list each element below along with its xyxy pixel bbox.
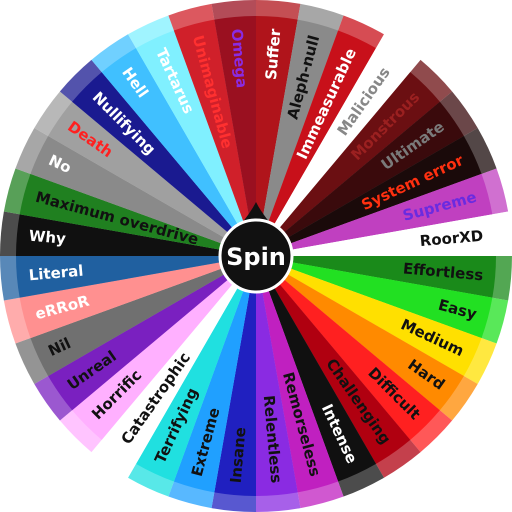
wheel-segment	[256, 173, 493, 256]
wheel-segment	[136, 30, 256, 256]
wheel-segment	[16, 214, 256, 256]
wheel-segment	[72, 256, 257, 440]
wheel-segment-label: Why	[28, 227, 67, 248]
wheel-segment	[101, 48, 256, 257]
wheel-segment	[136, 256, 256, 482]
wheel-segment	[256, 214, 496, 256]
wheel-segment	[256, 256, 440, 440]
wheel-segment	[256, 30, 376, 256]
wheel-segment	[101, 256, 256, 464]
wheel-segment	[256, 136, 482, 256]
wheel-segment	[256, 48, 411, 257]
wheel-segment	[72, 72, 257, 257]
wheel-segment	[30, 136, 256, 256]
wheel-segment-label: Omega	[228, 28, 251, 89]
wheel-segment-label: Insane	[227, 426, 250, 484]
wheel-segment-label: Suffer	[262, 27, 284, 80]
wheel-segment	[19, 256, 257, 339]
wheel-segment	[256, 256, 464, 411]
wheel-segment	[256, 72, 440, 257]
wheel-segment	[256, 256, 493, 339]
wheel-segment	[256, 256, 298, 496]
wheel-segment	[48, 101, 257, 256]
wheel-segment	[256, 256, 482, 376]
spin-button[interactable]: Spin	[218, 202, 294, 294]
wheel-segment	[173, 256, 256, 493]
wheel-segment-label: Literal	[28, 262, 84, 285]
wheel-segment	[16, 256, 256, 298]
wheel-segment	[214, 16, 256, 256]
wheel-segment	[173, 19, 256, 257]
wheel-segment	[256, 256, 411, 464]
wheel-segment	[256, 19, 339, 257]
spin-button-circle[interactable]	[218, 218, 294, 294]
wheel-segment	[256, 256, 496, 298]
wheel-segment	[214, 256, 256, 496]
wheel-segment-label: RoorXD	[419, 227, 484, 250]
wheel-segment	[256, 256, 376, 482]
wheel-segment	[19, 173, 257, 256]
wheel-segment	[30, 256, 256, 376]
wheel-segment	[256, 256, 339, 493]
spin-button-label: Spin	[226, 243, 286, 271]
wheel-segment	[256, 101, 464, 256]
wheel-segment	[48, 256, 257, 411]
wheel-segment	[256, 16, 298, 256]
